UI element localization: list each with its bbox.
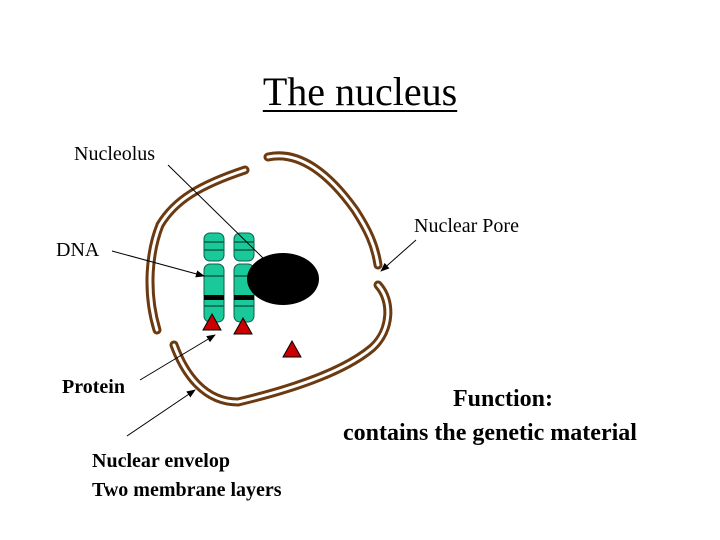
dna-label: DNA [56, 239, 100, 261]
nucleolus-label: Nucleolus [74, 143, 156, 165]
protein-triangle [233, 316, 253, 335]
chromosome-left [203, 232, 225, 323]
protein-triangle [282, 339, 302, 358]
protein-pointer-arrow [139, 334, 216, 381]
nucleolus-pointer [167, 164, 264, 259]
title-text: The nucleus [262, 69, 458, 114]
envelope-segment-bottom [169, 280, 393, 407]
nuclear-envelope-label: Nuclear envelop [92, 450, 230, 472]
nuclear-envelope [145, 151, 393, 407]
protein-triangle [202, 312, 222, 331]
dna-pointer-arrow [111, 250, 205, 278]
nucleolus [247, 253, 319, 305]
function-text: contains the genetic material [343, 420, 637, 446]
envelope-segment-top-right [263, 151, 383, 270]
protein-label: Protein [62, 376, 125, 398]
function-heading: Function: [453, 386, 554, 412]
nuclear-pore-label: Nuclear Pore [414, 215, 519, 237]
nuclear-pore-pointer-arrow [380, 239, 417, 272]
envelope-pointer-arrow [126, 389, 196, 437]
slide-title: The nucleus [0, 68, 720, 116]
envelope-segment-left [145, 165, 250, 335]
membrane-layers-label: Two membrane layers [92, 479, 282, 501]
